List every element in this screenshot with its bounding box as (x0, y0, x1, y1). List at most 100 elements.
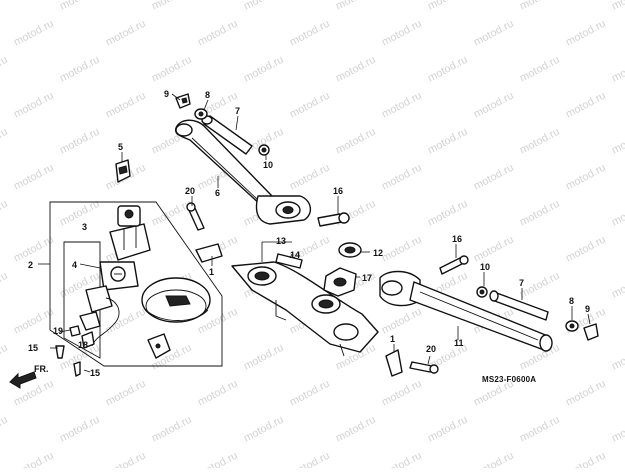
watermark-text: motod.ru (380, 162, 424, 193)
left-handlebar[interactable] (174, 119, 311, 225)
watermark-text: motod.ru (610, 270, 625, 301)
watermark-text: motod.ru (0, 414, 10, 445)
watermark-text: motod.ru (288, 90, 332, 121)
watermark-text: motod.ru (426, 198, 470, 229)
callout-18: 18 (78, 340, 88, 350)
clip-1-bottom[interactable] (385, 349, 403, 377)
watermark-text: motod.ru (472, 18, 516, 49)
ignition-cover[interactable] (141, 277, 211, 323)
watermark-text: motod.ru (12, 450, 56, 468)
watermark-text: motod.ru (610, 0, 625, 13)
bolt-16-right[interactable] (439, 255, 469, 275)
watermark-text: motod.ru (472, 450, 516, 468)
top-bridge[interactable] (231, 261, 379, 357)
watermark-text: motod.ru (334, 126, 378, 157)
watermark-text: motod.ru (380, 90, 424, 121)
watermark-text: motod.ru (380, 306, 424, 337)
watermark-text: motod.ru (58, 0, 102, 13)
callout-8-right: 8 (569, 296, 574, 306)
small-bracket[interactable] (147, 333, 171, 359)
end-weight-right[interactable] (565, 320, 579, 332)
watermark-text: motod.ru (610, 54, 625, 85)
right-handlebar[interactable] (379, 270, 553, 352)
ignition-switch[interactable] (109, 205, 151, 261)
stem-cap[interactable] (338, 242, 362, 258)
callout-10-right: 10 (480, 262, 490, 272)
bolt-20-top[interactable] (186, 202, 205, 231)
bolt-10-right[interactable] (476, 286, 488, 298)
watermark-text: motod.ru (380, 378, 424, 409)
clip-right[interactable] (583, 323, 599, 341)
clip-1-top[interactable] (195, 243, 223, 263)
watermark-text: motod.ru (564, 90, 608, 121)
watermark-text: motod.ru (150, 54, 194, 85)
emblem-plate[interactable] (275, 253, 303, 269)
screw-15-left[interactable] (55, 345, 65, 359)
watermark-text: motod.ru (518, 414, 562, 445)
watermark-text: motod.ru (426, 126, 470, 157)
watermark-text: motod.ru (104, 450, 148, 468)
bolt-20-bottom[interactable] (409, 361, 439, 374)
callouts: 9 8 7 10 5 6 20 16 3 2 4 13 14 12 17 1 1… (28, 89, 590, 378)
watermark-text: motod.ru (196, 450, 240, 468)
watermark-text: motod.ru (150, 0, 194, 13)
clip-top[interactable] (175, 93, 191, 109)
stem-nut[interactable] (323, 267, 357, 297)
callout-14: 14 (290, 250, 300, 260)
watermark-text: motod.ru (196, 378, 240, 409)
watermark-text: motod.ru (518, 0, 562, 13)
watermark-text: motod.ru (104, 90, 148, 121)
watermark-text: motod.ru (0, 54, 10, 85)
end-weight-top[interactable] (194, 108, 208, 120)
callout-10-top: 10 (263, 160, 273, 170)
watermark-text: motod.ru (472, 90, 516, 121)
callout-7-right: 7 (519, 278, 524, 288)
watermark-text: motod.ru (104, 18, 148, 49)
watermark-text: motod.ru (242, 342, 286, 373)
leader-lines (38, 93, 591, 373)
callout-9-top: 9 (164, 89, 169, 99)
callout-15-bottom: 15 (90, 368, 100, 378)
watermark-text: motod.ru (518, 126, 562, 157)
watermark-text: motod.ru (380, 18, 424, 49)
watermark-text: motod.ru (472, 234, 516, 265)
callout-17: 17 (362, 273, 372, 283)
callout-15-left: 15 (28, 343, 38, 353)
watermark-text: motod.ru (610, 342, 625, 373)
watermark-text: motod.ru (288, 378, 332, 409)
watermark-text: motod.ru (242, 414, 286, 445)
bolt-5[interactable] (115, 159, 131, 183)
watermark-text: motod.ru (610, 198, 625, 229)
watermark-text: motod.ru (426, 54, 470, 85)
screw-15-bottom[interactable] (73, 361, 81, 377)
callout-4: 4 (72, 260, 77, 270)
bolt-16-top[interactable] (317, 212, 350, 227)
key-cylinder[interactable] (99, 261, 139, 291)
watermark-text: motod.ru (564, 234, 608, 265)
callout-19: 19 (53, 326, 63, 336)
watermark-text: motod.ru (564, 18, 608, 49)
watermark-text: motod.ru (58, 54, 102, 85)
wire-harness[interactable] (79, 285, 120, 347)
callout-16-right: 16 (452, 234, 462, 244)
callout-20-bottom: 20 (426, 344, 436, 354)
watermark-text: motod.ru (426, 414, 470, 445)
small-parts-18-19[interactable] (69, 325, 95, 349)
watermark-text: motod.ru (0, 270, 10, 301)
watermark-text: motod.ru (472, 162, 516, 193)
watermark-text: motod.ru (288, 162, 332, 193)
watermark-text: motod.ru (0, 198, 10, 229)
callout-6: 6 (215, 188, 220, 198)
watermark-text: motod.ru (0, 0, 10, 13)
bolt-10-top[interactable] (258, 144, 270, 156)
watermark-text: motod.ru (564, 378, 608, 409)
callout-2: 2 (28, 260, 33, 270)
watermark-text: motod.ru (12, 306, 56, 337)
callout-16-top: 16 (333, 186, 343, 196)
watermark-text: motod.ru (380, 234, 424, 265)
throttle-pipe-right[interactable] (489, 290, 549, 321)
watermark-text: motod.ru (12, 90, 56, 121)
watermark-text: motod.ru (564, 162, 608, 193)
